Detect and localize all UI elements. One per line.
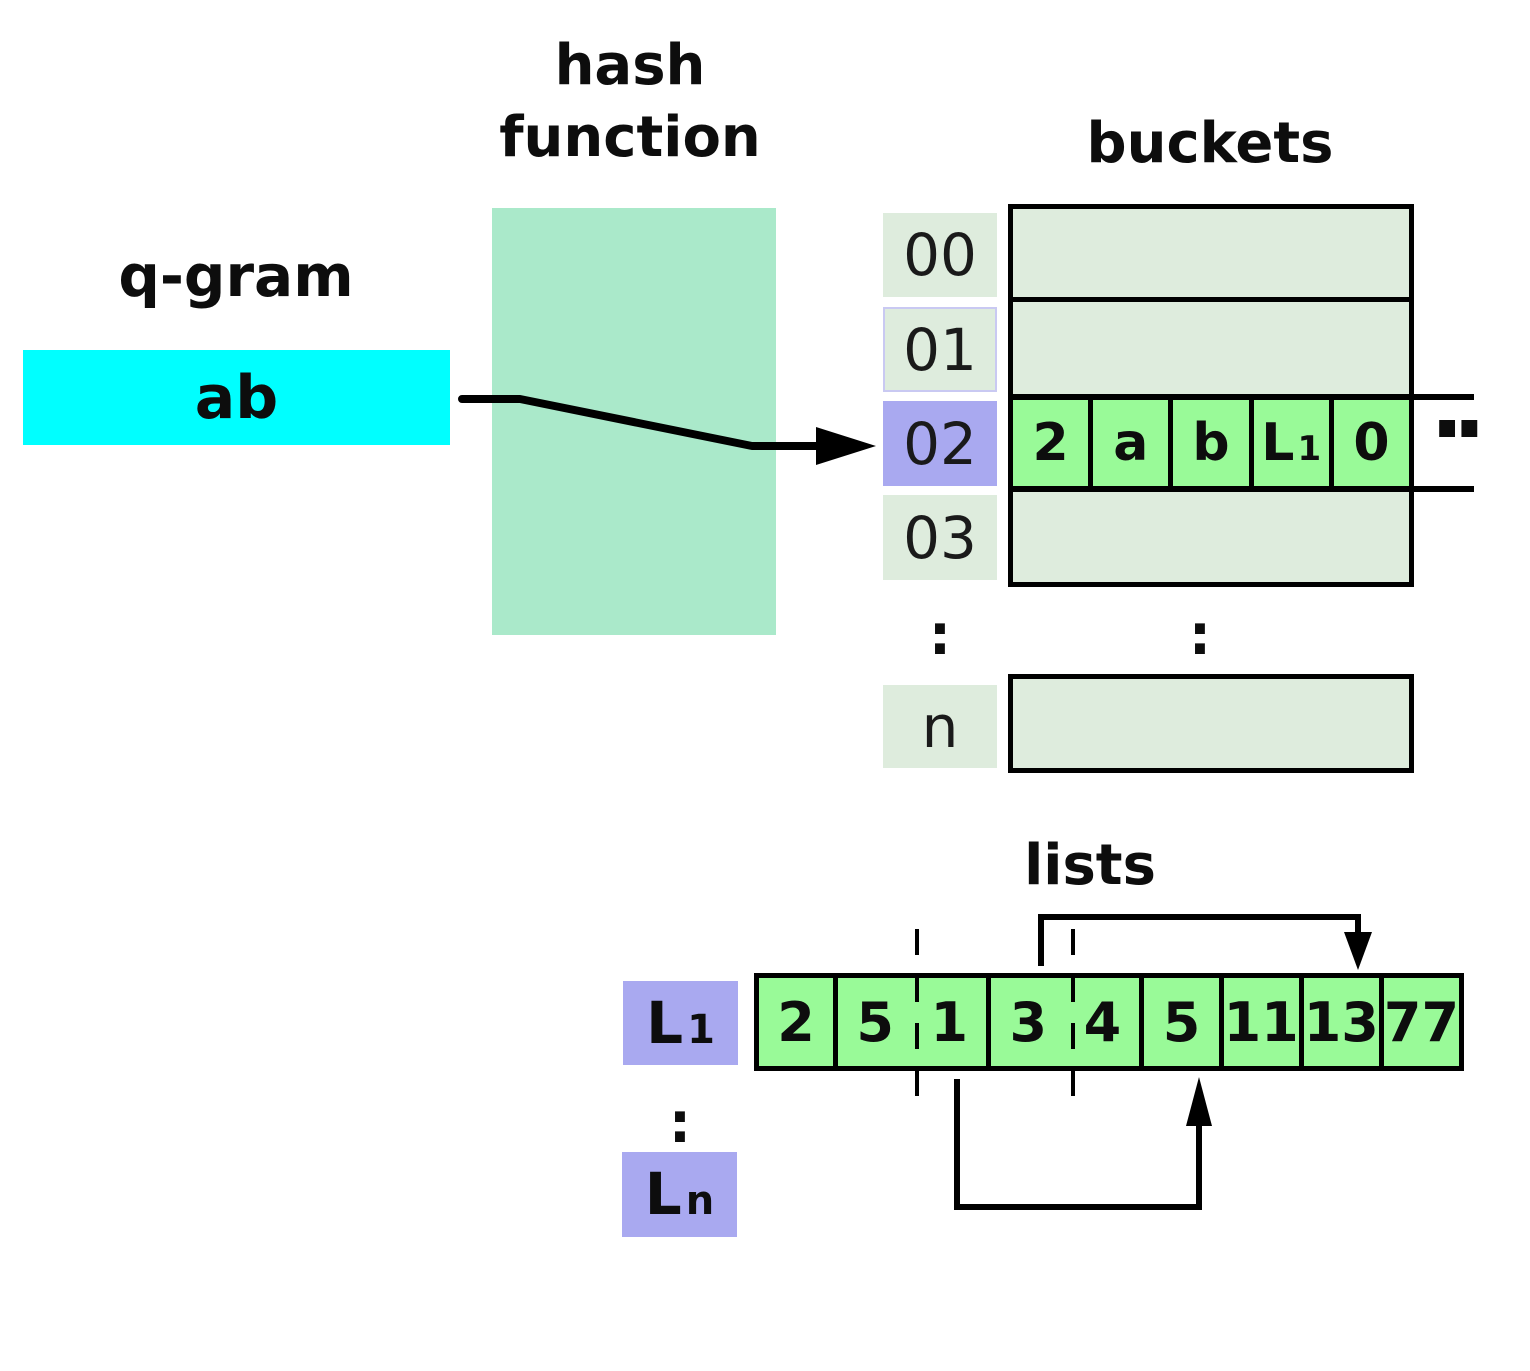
- qgram-value: ab: [194, 362, 279, 433]
- bucket-index-03: 03: [883, 495, 997, 580]
- list-cell: 11: [1218, 978, 1299, 1066]
- bucket-row02-top-line: [1008, 394, 1474, 400]
- list-forward-pointer-arrow: [1038, 914, 1372, 970]
- bucket-cell-count: 2: [1032, 413, 1069, 473]
- qgram-value-box: ab: [23, 350, 450, 445]
- list-back-pointer-arrow: [954, 1077, 1212, 1210]
- list-cell: 13: [1298, 978, 1379, 1066]
- list-cell: 2: [777, 990, 815, 1054]
- bucket-index-02-selected: 02: [883, 401, 997, 486]
- bucket-row-divider: [1008, 297, 1414, 302]
- bucket-index-00: 00: [883, 213, 997, 297]
- bucket-row02-bottom-line: [1008, 486, 1474, 492]
- bucket-index-n: n: [883, 685, 997, 768]
- bucket-index-ellipsis: :: [928, 603, 952, 668]
- list-cell: 1: [930, 990, 969, 1054]
- lists-title: lists: [1024, 833, 1156, 898]
- l1-subscript: 1: [687, 1007, 715, 1053]
- bucket-table-ellipsis: :: [1188, 603, 1212, 668]
- list-l1-row: 2 5 1 3 4 5 11 13 77: [754, 973, 1464, 1071]
- lists-ellipsis: :: [668, 1091, 692, 1156]
- more-items-indicator: ..: [1430, 354, 1486, 459]
- sublist-divider-dashed: [915, 929, 919, 1113]
- buckets-title: buckets: [1086, 111, 1334, 176]
- bucket-index-01: 01: [883, 307, 997, 392]
- qgram-title: q-gram: [118, 242, 354, 310]
- list-cell: 77: [1378, 978, 1459, 1066]
- hash-function-box: [492, 208, 776, 635]
- list-cell: 4: [1083, 990, 1122, 1054]
- list-cell: 5: [1139, 978, 1218, 1066]
- hash-function-title: hash function: [499, 33, 761, 170]
- sublist-divider-dashed: [1071, 929, 1075, 1113]
- bucket-row-n: [1008, 674, 1414, 773]
- list-cell: 3: [986, 978, 1065, 1066]
- bucket-cell-char-a: a: [1088, 400, 1168, 486]
- bucket-cell-char-b: b: [1168, 400, 1248, 486]
- ln-subscript: n: [685, 1178, 715, 1224]
- list-ref-subscript: 1: [1297, 429, 1322, 469]
- bucket-cell-offset: 0: [1328, 400, 1409, 486]
- list-cell: 5: [833, 978, 912, 1066]
